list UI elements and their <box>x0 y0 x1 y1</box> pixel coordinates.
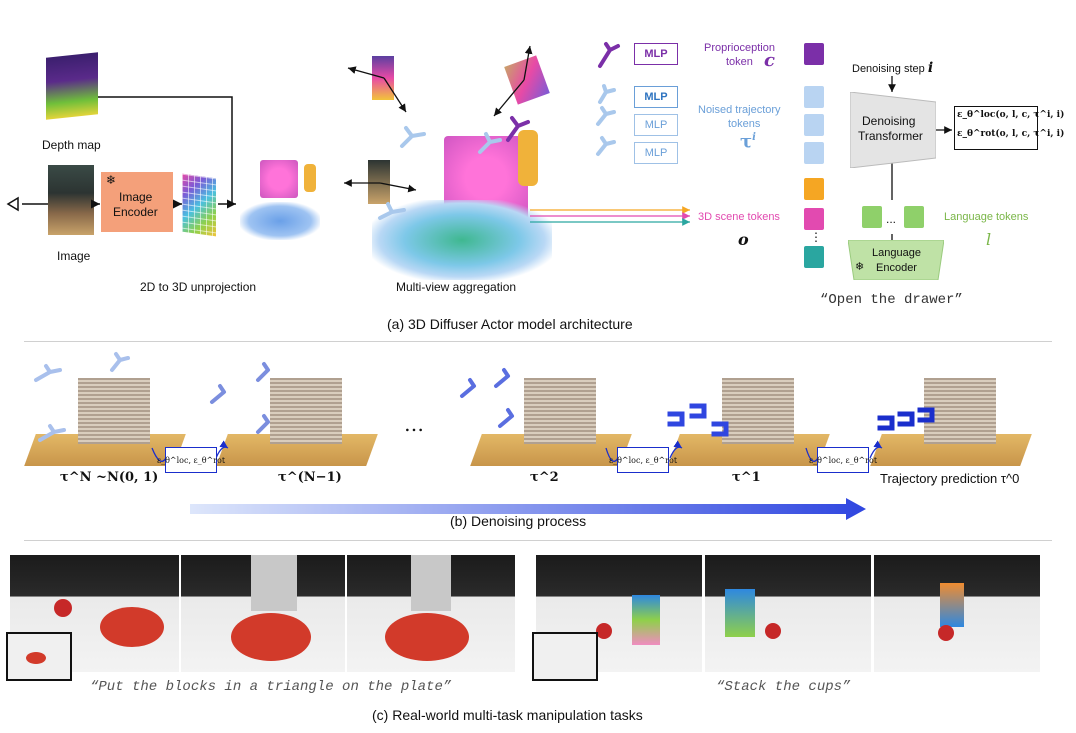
denoise-scene-1 <box>668 356 830 468</box>
panel-a-arrows <box>6 42 952 240</box>
label-tau-1: τ^1 <box>732 470 761 485</box>
denoise-scene-0 <box>870 356 1032 468</box>
noised-symbol: τi <box>740 131 756 152</box>
caption-b: (b) Denoising process <box>450 513 587 529</box>
point-cloud-small <box>238 150 328 242</box>
noised-token-cube-3 <box>804 142 824 164</box>
instruction-open-drawer: “Open the drawer” <box>820 292 963 308</box>
language-symbol: l <box>986 230 992 249</box>
language-tokens-label: Language tokens <box>944 211 1029 223</box>
instruction-blocks: “Put the blocks in a triangle on the pla… <box>90 679 452 695</box>
label-tau-2: τ^2 <box>530 470 559 485</box>
denoising-progress-arrow <box>190 498 866 520</box>
gripper-icon <box>598 42 620 68</box>
caption-a: (a) 3D Diffuser Actor model architecture <box>387 316 633 332</box>
language-encoder-block <box>848 240 944 280</box>
transformer-label-2: Transformer <box>858 129 923 143</box>
multiview-label: Multi-view aggregation <box>396 280 517 294</box>
transformer-label-1: Denoising <box>862 114 916 128</box>
proprio-symbol: c <box>764 50 775 71</box>
image-encoder-label-1: Image <box>119 190 153 204</box>
divider-2 <box>24 540 1052 541</box>
denoise-scene-n-1 <box>216 356 378 468</box>
output-rot: ε_θ^rot(o, l, c, τ^i, i) <box>957 129 1065 139</box>
eps-label-2: ε_θ^loc, ε_θ^rot <box>608 455 678 465</box>
noised-label-2: tokens <box>728 118 761 130</box>
scene-token-cube-orange <box>804 178 824 200</box>
label-tau-0: Trajectory prediction τ^0 <box>880 471 1020 486</box>
language-encoder-label-1: Language <box>872 247 921 259</box>
proprio-token-cube <box>804 43 824 65</box>
proprio-label-1: Proprioception <box>704 42 775 54</box>
denoise-step-text: Denoising step <box>852 63 925 75</box>
noised-token-cube-1 <box>804 86 824 108</box>
inset-cups <box>532 632 598 681</box>
label-tau-n-1: τ^(N−1) <box>278 470 342 485</box>
label-tau-n: τ^N ~N(0, 1) <box>60 470 159 485</box>
mlp-box-2: MLP <box>634 114 678 136</box>
photo-blocks-3 <box>347 555 515 672</box>
transformer-block <box>850 92 936 168</box>
depth-map-label: Depth map <box>42 138 101 152</box>
output-loc: ε_θ^loc(o, l, c, τ^i, i) <box>957 110 1065 120</box>
photo-blocks-2 <box>181 555 345 672</box>
point-cloud-large <box>372 130 562 280</box>
proprio-label-2: token <box>726 56 753 68</box>
language-token-cube-2 <box>904 206 924 228</box>
scene-token-ellipsis: ⋮ <box>810 230 822 244</box>
divider-1 <box>24 341 1052 342</box>
snowflake-icon: ❄ <box>106 173 117 187</box>
label-ellipsis: … <box>404 412 424 436</box>
snowflake-icon-lang: ❄ <box>855 261 865 273</box>
noised-label-1: Noised trajectory <box>698 104 781 116</box>
denoise-step-label: Denoising step i <box>852 60 933 76</box>
mlp-box-proprio: MLP <box>634 43 678 65</box>
image-encoder-label-2: Encoder <box>113 205 158 219</box>
camera-image <box>48 165 94 235</box>
eps-label-1: ε_θ^loc, ε_θ^rot <box>156 455 226 465</box>
denoise-scene-n <box>24 356 186 468</box>
scene-symbol: o <box>738 230 749 249</box>
image-encoder-box <box>101 172 173 232</box>
scene-token-cube-teal <box>804 246 824 268</box>
output-box <box>954 106 1038 150</box>
mlp-box-3: MLP <box>634 142 678 164</box>
language-token-cube-1 <box>862 206 882 228</box>
denoise-step-symbol: i <box>927 60 934 76</box>
panel-b-grippers <box>34 352 935 520</box>
photo-cups-3 <box>874 555 1040 672</box>
eps-label-3: ε_θ^loc, ε_θ^rot <box>808 455 878 465</box>
image-label: Image <box>57 249 91 263</box>
denoise-scene-2 <box>470 356 632 468</box>
noised-symbol-tau: τ <box>740 131 753 152</box>
camera-view-mid <box>368 160 390 204</box>
language-encoder-label-2: Encoder <box>876 262 917 274</box>
eps-box-1: ε_θ^loc, ε_θ^rot <box>157 447 225 473</box>
instruction-cups: “Stack the cups” <box>716 679 851 695</box>
caption-c: (c) Real-world multi-task manipulation t… <box>372 707 643 723</box>
mlp-box-1: MLP <box>634 86 678 108</box>
scene-tokens-label: 3D scene tokens <box>698 211 780 223</box>
photo-blocks-1 <box>10 555 179 672</box>
photo-cups-2 <box>705 555 871 672</box>
scene-token-cube-pink <box>804 208 824 230</box>
noised-token-cube-2 <box>804 114 824 136</box>
eps-box-3: ε_θ^loc, ε_θ^rot <box>809 447 877 473</box>
noised-symbol-sup: i <box>752 132 756 143</box>
inset-blocks <box>6 632 72 681</box>
language-token-ellipsis: ... <box>886 212 897 226</box>
unprojection-label: 2D to 3D unprojection <box>140 280 257 294</box>
eps-box-2: ε_θ^loc, ε_θ^rot <box>609 447 677 473</box>
